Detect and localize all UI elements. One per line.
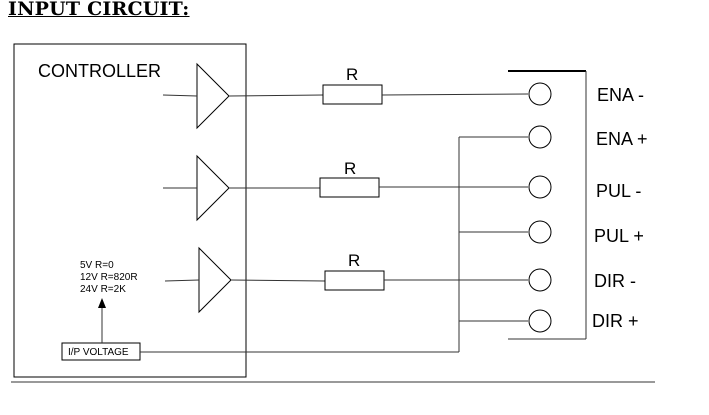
resistor-3 <box>324 270 385 291</box>
buffer-3 <box>198 246 232 314</box>
resistor-1-label: R <box>346 65 358 84</box>
terminal-pul-minus <box>528 175 552 199</box>
buffer-3-input <box>164 279 200 282</box>
terminal-dir-minus <box>528 268 552 292</box>
terminal-pul-plus <box>528 220 552 244</box>
terminal-label-ena-plus: ENA + <box>596 129 648 149</box>
ip-voltage-label: I/P VOLTAGE <box>68 347 129 358</box>
ip-voltage-arrow-head <box>98 298 106 308</box>
terminal-label-ena-minus: ENA - <box>597 85 644 105</box>
resistor-1 <box>322 84 383 105</box>
buffer-1 <box>196 62 230 130</box>
terminal-label-pul-plus: PUL + <box>594 226 644 246</box>
voltage-note-12v: 12V R=820R <box>80 272 138 283</box>
buffer-2 <box>196 154 230 222</box>
terminal-label-dir-minus: DIR - <box>594 271 636 291</box>
terminal-label-dir-plus: DIR + <box>592 311 639 331</box>
controller-box <box>13 43 247 378</box>
voltage-note-24v: 24V R=2K <box>80 284 126 295</box>
resistor-3-label: R <box>348 251 360 270</box>
wire-3a <box>230 279 326 282</box>
buffer-1-input <box>162 94 198 97</box>
terminal-ena-plus <box>528 125 552 149</box>
terminal-label-pul-minus: PUL - <box>596 181 641 201</box>
diagram-title: INPUT CIRCUIT: <box>8 0 190 20</box>
terminal-ena-minus <box>528 82 552 106</box>
wire-1b <box>381 93 529 96</box>
resistor-2 <box>319 177 380 198</box>
resistor-2-label: R <box>344 159 356 178</box>
terminal-dir-plus <box>528 309 552 333</box>
controller-label: CONTROLLER <box>38 61 161 81</box>
voltage-note-5v: 5V R=0 <box>80 260 114 271</box>
wire-1a <box>228 94 324 97</box>
